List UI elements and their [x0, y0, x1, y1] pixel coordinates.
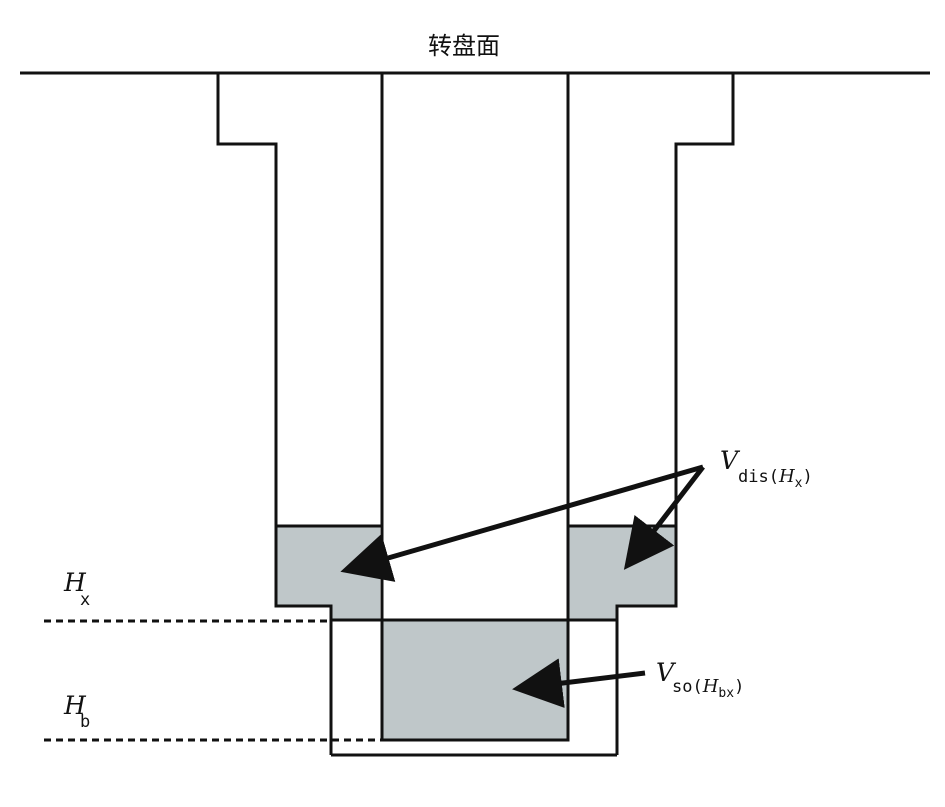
vso-arg-main: H — [702, 676, 719, 697]
outer-casing-left — [216, 73, 333, 755]
inner-pipe-fill — [382, 620, 568, 740]
outer-casing-right — [615, 73, 735, 755]
hx-label: H — [64, 570, 86, 595]
inner-pipe — [380, 73, 570, 742]
vdis-label: V — [720, 448, 738, 473]
turntable-surface-label: 转盘面 — [428, 32, 500, 60]
vdis-sub-text: dis( — [738, 467, 779, 487]
vdis-close: ) — [802, 467, 813, 487]
hb-label-sub: b — [80, 712, 91, 732]
hb-label-main: H — [64, 691, 86, 720]
vdis-arrow-right — [623, 465, 705, 570]
vdis-label-main: V — [720, 446, 739, 475]
vso-arrow — [512, 658, 646, 708]
vso-label-main: V — [656, 658, 675, 687]
vso-label-sub: so(Hbx) — [672, 676, 745, 701]
hx-label-sub: x — [80, 590, 91, 610]
vdis-label-sub: dis(Hx) — [738, 466, 813, 491]
vdis-arg-sub: x — [794, 476, 803, 491]
vso-sub-text: so( — [672, 677, 703, 697]
vso-close: ) — [734, 677, 745, 697]
vdis-arrow-left — [340, 464, 704, 582]
hx-label-main: H — [64, 568, 86, 597]
hb-label: H — [64, 693, 86, 718]
vso-label: V — [656, 660, 674, 685]
vdis-arg-main: H — [778, 466, 795, 487]
vso-arg-sub: bx — [718, 686, 735, 701]
